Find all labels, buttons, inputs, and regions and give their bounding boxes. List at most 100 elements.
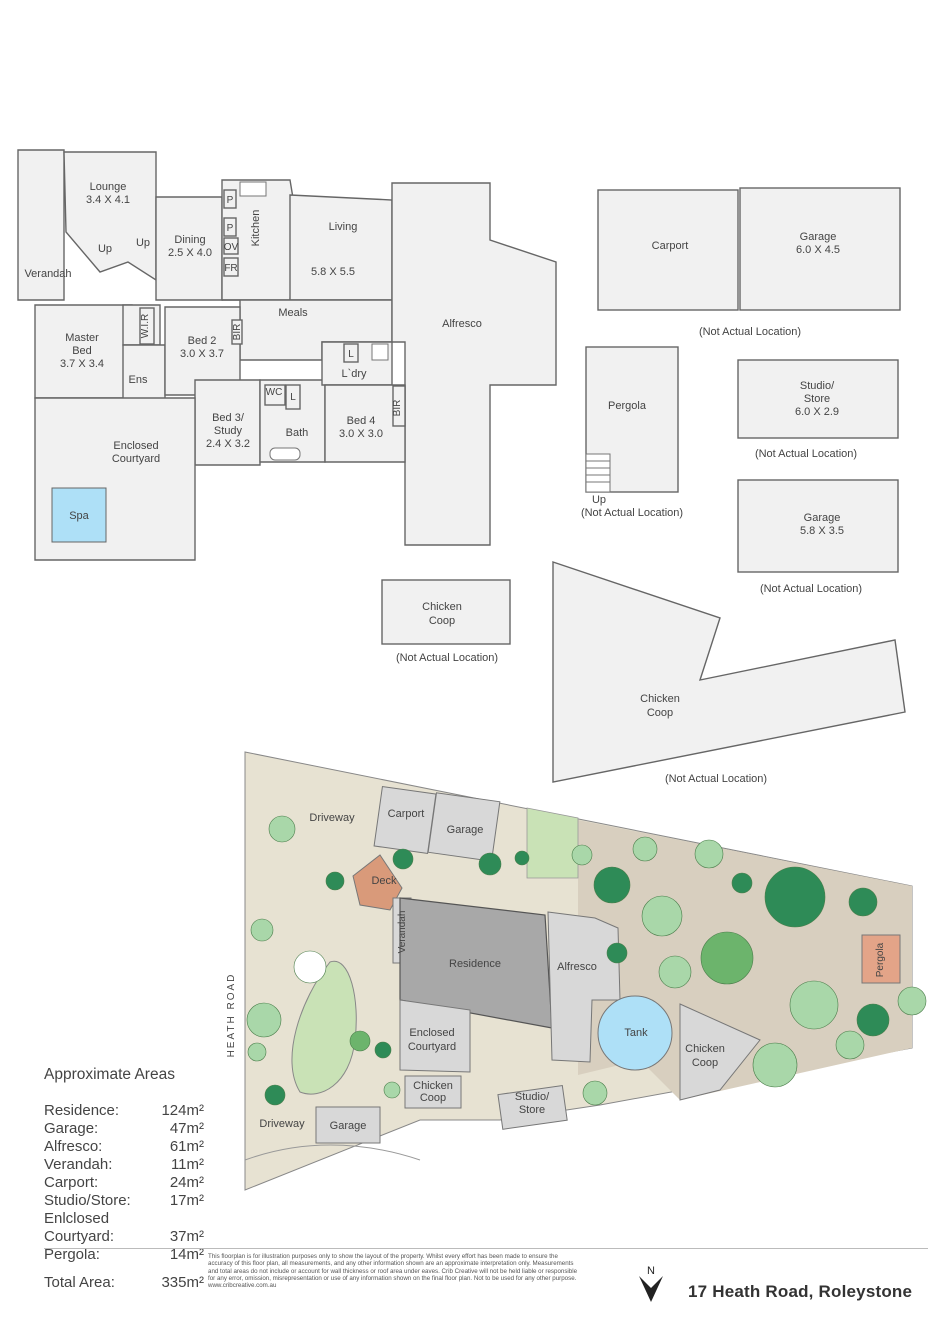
site-tank bbox=[597, 995, 673, 1071]
studio-dimensions: 6.0 X 2.9 bbox=[795, 406, 839, 418]
site-courtyard-label-1: Enclosed bbox=[409, 1027, 454, 1039]
total-area-value: 335m² bbox=[161, 1274, 204, 1291]
site-chicken-coop-big bbox=[679, 1003, 761, 1101]
not-actual-location-1: (Not Actual Location) bbox=[699, 326, 801, 338]
area-value: 47m² bbox=[169, 1120, 204, 1137]
carport-label: Carport bbox=[652, 240, 689, 252]
up-label-2: Up bbox=[136, 237, 150, 249]
bed3-dimensions: 2.4 X 3.2 bbox=[206, 438, 250, 450]
area-row: Studio/Store:17m² bbox=[44, 1192, 204, 1210]
area-row: Alfresco:61m² bbox=[44, 1138, 204, 1156]
north-arrow-icon: N bbox=[639, 1265, 663, 1302]
site-carport bbox=[373, 785, 437, 855]
property-address: 17 Heath Road, Roleystone bbox=[688, 1282, 913, 1301]
spa-pool bbox=[51, 487, 107, 543]
site-tank-label: Tank bbox=[624, 1027, 648, 1039]
area-label: Verandah: bbox=[44, 1156, 113, 1173]
studio-label-2: Store bbox=[804, 393, 830, 405]
living-room bbox=[289, 194, 393, 301]
courtyard-area-label: Enlclosed bbox=[44, 1210, 110, 1227]
master-label: Master bbox=[65, 332, 99, 344]
disclaimer: This floorplan is for illustration purpo… bbox=[208, 1253, 584, 1289]
kitchen-label: Kitchen bbox=[250, 210, 262, 247]
master-dimensions: 3.7 X 3.4 bbox=[60, 358, 104, 370]
not-actual-location-5: (Not Actual Location) bbox=[396, 652, 498, 664]
site-chicken-coop-label: Chicken bbox=[685, 1043, 725, 1055]
not-actual-location-2: (Not Actual Location) bbox=[581, 507, 683, 519]
garage-1-dimensions: 6.0 X 4.5 bbox=[796, 244, 840, 256]
pergola-label: Pergola bbox=[608, 400, 647, 412]
area-value: 11m² bbox=[170, 1156, 204, 1173]
lawn-oval bbox=[291, 960, 357, 1095]
total-area-label: Total Area: bbox=[44, 1274, 115, 1291]
oven-box bbox=[223, 237, 239, 255]
site-garage-bottom-label: Garage bbox=[330, 1120, 367, 1132]
garage-2-label: Garage bbox=[804, 512, 841, 524]
alfresco-room bbox=[391, 182, 557, 546]
outbuildings: Carport Garage 6.0 X 4.5 (Not Actual Loc… bbox=[381, 187, 906, 785]
area-label: Courtyard: bbox=[44, 1228, 115, 1245]
site-garage-top-label: Garage bbox=[447, 824, 484, 836]
oven-label: OV bbox=[224, 242, 239, 253]
wir-closet bbox=[139, 307, 155, 345]
laundry-trough bbox=[371, 343, 389, 361]
bir-closet-1 bbox=[231, 319, 243, 345]
north-label: N bbox=[647, 1265, 655, 1277]
disclaimer-text: This floorplan is for illustration purpo… bbox=[208, 1253, 578, 1282]
bed2-label: Bed 2 bbox=[188, 335, 217, 347]
lounge-room bbox=[63, 151, 157, 282]
pantry-2 bbox=[223, 217, 237, 237]
ensuite-label: Ens bbox=[129, 374, 148, 386]
not-actual-location-4: (Not Actual Location) bbox=[760, 583, 862, 595]
area-value: 14m² bbox=[169, 1246, 204, 1263]
site-deck-label: Deck bbox=[371, 875, 397, 887]
area-label: Pergola: bbox=[44, 1246, 100, 1263]
bed3-label-2: Study bbox=[214, 425, 243, 437]
heath-road-label: HEATH ROAD bbox=[226, 973, 237, 1058]
chicken-coop-2-label: Chicken bbox=[640, 693, 680, 705]
garage-1-label: Garage bbox=[800, 231, 837, 243]
area-row-pergola: Pergola: 14m² bbox=[44, 1246, 204, 1264]
bed2-dimensions: 3.0 X 3.7 bbox=[180, 348, 224, 360]
site-store-label: Store bbox=[519, 1104, 545, 1116]
courtyard-label-1: Enclosed bbox=[113, 440, 158, 452]
not-actual-location-3: (Not Actual Location) bbox=[755, 448, 857, 460]
areas-heading: Approximate Areas bbox=[44, 1066, 175, 1083]
alfresco-label: Alfresco bbox=[442, 318, 482, 330]
wir-label: W.I.R bbox=[140, 314, 151, 338]
cooktop bbox=[239, 181, 267, 197]
website-link[interactable]: www.cribcreative.com.au bbox=[208, 1282, 277, 1290]
bir-closet-4 bbox=[392, 385, 406, 427]
area-value: 61m² bbox=[169, 1138, 204, 1155]
lawn-strip bbox=[526, 807, 579, 879]
site-chicken-coop-label-2: Coop bbox=[692, 1057, 718, 1069]
site-alfresco bbox=[547, 911, 621, 1063]
site-trees bbox=[246, 815, 927, 1106]
bed4-dimensions: 3.0 X 3.0 bbox=[339, 428, 383, 440]
site-driveway-top-label: Driveway bbox=[309, 812, 355, 824]
floor-plan: Lounge 3.4 X 4.1 Up Up Dining 2.5 X 4.0 … bbox=[17, 149, 557, 561]
studio-label: Studio/ bbox=[800, 380, 835, 392]
site-studio bbox=[497, 1085, 568, 1130]
linen-label: L bbox=[290, 392, 296, 403]
site-plan: Driveway Carport Garage Deck Verandah Re… bbox=[226, 751, 927, 1191]
spa-label: Spa bbox=[69, 510, 89, 522]
bir-label-4: BIR bbox=[392, 400, 403, 417]
bed4-label: Bed 4 bbox=[347, 415, 376, 427]
site-chicken-coop-small-label-2: Coop bbox=[420, 1092, 446, 1104]
chicken-coop-2-building bbox=[552, 561, 906, 783]
pantry-1 bbox=[223, 189, 237, 209]
site-carport-label: Carport bbox=[388, 808, 425, 820]
living-label: Living bbox=[329, 221, 358, 233]
site-enclosed-courtyard bbox=[399, 999, 471, 1073]
meals-label: Meals bbox=[278, 307, 308, 319]
dining-dimensions: 2.5 X 4.0 bbox=[168, 247, 212, 259]
site-pergola bbox=[861, 934, 901, 984]
courtyard-label-2: Courtyard bbox=[112, 453, 160, 465]
site-chicken-coop-small bbox=[404, 1075, 462, 1109]
pergola-up-label: Up bbox=[592, 494, 606, 506]
chicken-coop-1-label: Chicken bbox=[422, 601, 462, 613]
